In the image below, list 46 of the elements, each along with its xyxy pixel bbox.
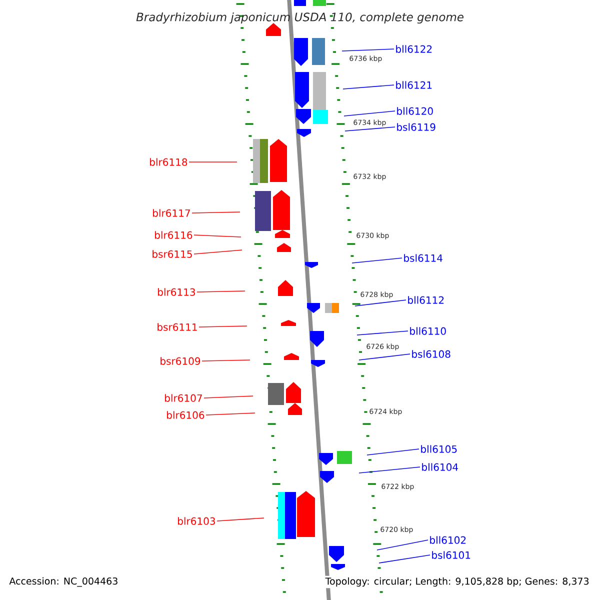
gene-label: bll6105 [421, 445, 457, 453]
leader-line [376, 540, 428, 550]
leader-line [202, 360, 250, 362]
title: Bradyrhizobium japonicum USDA 110, complete genome [136, 12, 464, 24]
gene-label: bsr6111 [158, 323, 197, 331]
leader-line [356, 330, 408, 336]
gene-label: bsr6109 [160, 357, 200, 365]
genome-info-text: Topology: circular; Length: 9,105,828 bp; Genes: 8,373 [324, 576, 591, 588]
accession-text: Accession: NC_004463 [9, 577, 118, 587]
leader-line [342, 48, 394, 52]
gene-label: bsl6119 [397, 123, 436, 131]
leader-line [358, 354, 410, 360]
leader-line [344, 126, 396, 132]
leader-line [342, 84, 394, 90]
gene-label: bll6104 [422, 463, 458, 471]
gene-label: bsl6101 [432, 551, 470, 559]
leader-line [366, 448, 420, 456]
leader-line [204, 396, 254, 398]
leader-line [352, 258, 402, 264]
leader-line [196, 290, 246, 292]
leader-line [206, 412, 256, 416]
gene-label: blr6118 [150, 158, 188, 166]
gene-label: bll6122 [396, 45, 432, 53]
leader-line [344, 110, 396, 116]
leader-line [194, 234, 242, 238]
gene-label: blr6117 [153, 209, 190, 217]
gene-label: blr6107 [165, 394, 202, 402]
leader-line [216, 518, 264, 522]
gene-label: bll6102 [430, 536, 466, 544]
gene-label: bll6120 [397, 107, 433, 115]
gene-label: bsl6108 [412, 350, 450, 358]
gene-label: bsl6114 [404, 254, 442, 262]
gene-label: blr6113 [158, 288, 195, 296]
gene-label: blr6103 [178, 517, 215, 525]
leader-line [354, 300, 406, 306]
leader-line [194, 250, 242, 254]
gene-label: blr6106 [167, 411, 204, 419]
leader-line [358, 466, 420, 474]
leader-line [192, 212, 240, 214]
gene-label: bsr6115 [152, 250, 192, 258]
gene-label: blr6116 [155, 231, 192, 239]
leader-line [198, 326, 248, 328]
gene-label: bll6121 [396, 81, 432, 89]
leader-line [378, 554, 430, 564]
gene-label: bll6110 [410, 327, 446, 335]
gene-label: bll6112 [408, 296, 444, 304]
